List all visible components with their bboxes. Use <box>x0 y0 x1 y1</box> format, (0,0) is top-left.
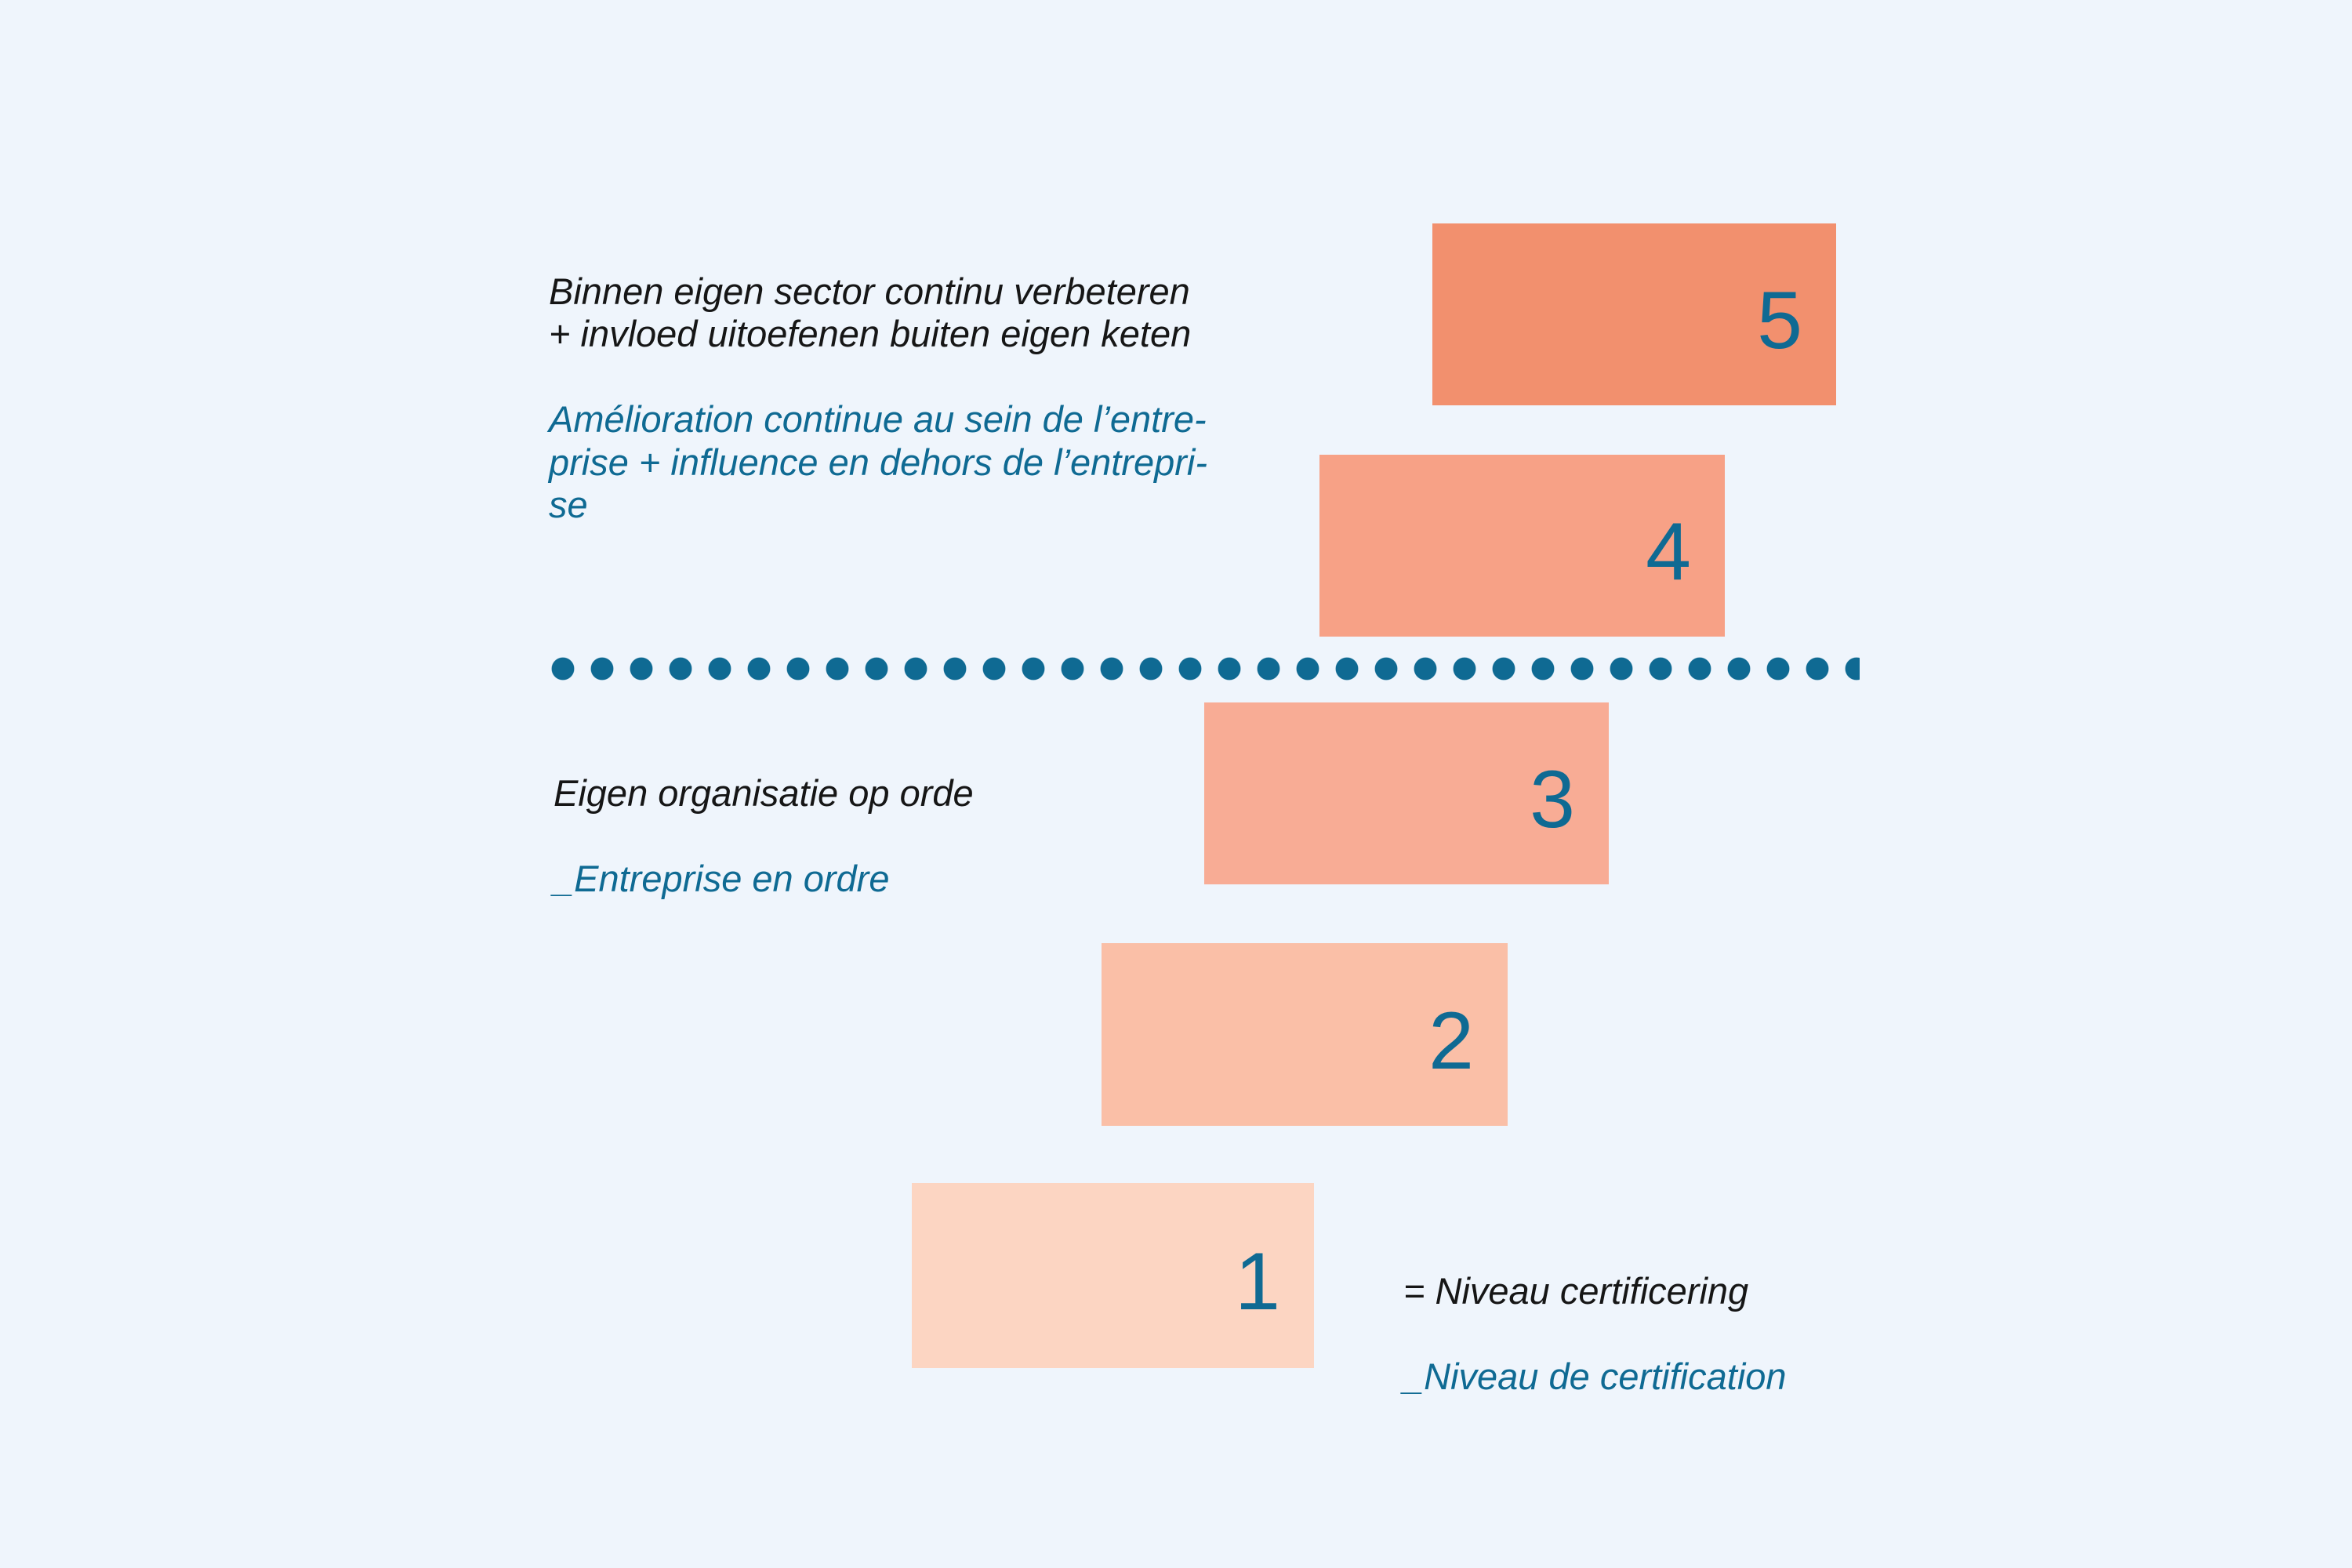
label-certification: = Niveau certificering _Niveau de certif… <box>1403 1227 2031 1441</box>
label-certification-fr: _Niveau de certification <box>1403 1355 1787 1397</box>
level-bar-4[interactable]: 4 <box>1319 455 1725 637</box>
level-bar-5[interactable]: 5 <box>1432 223 1836 405</box>
level-number-2: 2 <box>1428 995 1474 1087</box>
label-upper-levels: Binnen eigen sector continu verbeteren +… <box>549 227 1341 569</box>
level-bar-3[interactable]: 3 <box>1204 702 1609 884</box>
label-upper-fr: Amélioration continue au sein de l’entre… <box>549 398 1207 526</box>
level-number-3: 3 <box>1530 754 1575 845</box>
label-upper-nl: Binnen eigen sector continu verbeteren +… <box>549 270 1192 355</box>
level-number-5: 5 <box>1757 275 1802 366</box>
label-middle-nl: Eigen organisatie op orde <box>554 771 974 814</box>
label-middle-fr: _Entreprise en ordre <box>554 857 890 899</box>
level-bar-2[interactable]: 2 <box>1102 943 1508 1126</box>
label-middle-levels: Eigen organisatie op orde _Entreprise en… <box>554 729 1259 943</box>
level-bar-1[interactable]: 1 <box>912 1183 1314 1368</box>
level-number-1: 1 <box>1235 1236 1280 1327</box>
dotted-separator-line <box>543 657 1860 681</box>
label-certification-nl: = Niveau certificering <box>1403 1269 1749 1312</box>
level-number-4: 4 <box>1646 506 1691 597</box>
